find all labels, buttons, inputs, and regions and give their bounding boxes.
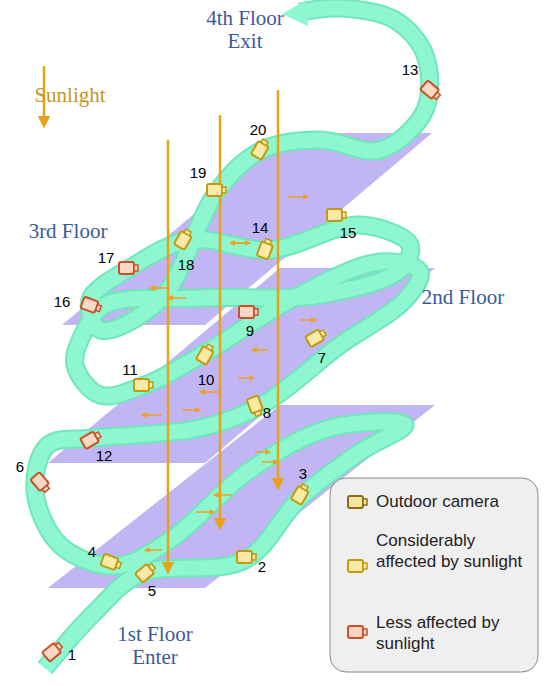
camera-icon xyxy=(42,640,64,661)
camera-icon xyxy=(207,184,226,196)
callout-number: 11 xyxy=(122,362,138,379)
camera-icon xyxy=(305,327,327,347)
camera-icon xyxy=(348,626,367,638)
callout-number: 16 xyxy=(54,294,71,311)
callout-number: 5 xyxy=(148,583,156,600)
camera-icon xyxy=(134,379,153,391)
sunlight-ray xyxy=(219,115,222,528)
callout-number: 1 xyxy=(68,647,76,664)
callout-number: 13 xyxy=(402,62,419,79)
area-label: 4th Floor Exit xyxy=(195,7,295,53)
callout-number: 7 xyxy=(318,350,326,367)
reflection-arrow xyxy=(200,391,220,393)
reflection-arrow xyxy=(142,414,162,416)
camera-icon xyxy=(257,238,275,260)
reflection-arrow xyxy=(145,549,162,551)
callout-number: 2 xyxy=(258,559,266,576)
camera-icon xyxy=(348,560,367,572)
camera-icon xyxy=(80,297,102,315)
callout-number: 20 xyxy=(250,122,267,139)
camera-icon xyxy=(119,262,138,274)
callout-number: 4 xyxy=(88,544,96,561)
legend-box xyxy=(330,478,538,672)
camera-icon xyxy=(196,342,216,364)
camera-icon xyxy=(237,551,256,563)
camera-icon xyxy=(291,482,311,504)
callout-number: 17 xyxy=(98,250,115,267)
reflection-arrow xyxy=(150,287,170,289)
reflection-arrow xyxy=(196,511,214,513)
reflection-arrow xyxy=(255,451,270,453)
area-label: Sunlight xyxy=(34,84,105,107)
camera-icon xyxy=(251,137,271,159)
camera-icon xyxy=(135,561,157,582)
camera-icon xyxy=(30,472,51,494)
camera-icon xyxy=(247,395,265,417)
camera-icon xyxy=(100,554,122,572)
camera-icon xyxy=(327,209,346,221)
camera-icon xyxy=(420,80,442,101)
reflection-arrow xyxy=(168,297,186,299)
camera-icon xyxy=(80,429,102,449)
callout-number: 6 xyxy=(16,459,24,476)
area-label: 2nd Floor xyxy=(422,286,504,309)
area-label: 1st Floor Enter xyxy=(105,623,205,669)
callout-number: 15 xyxy=(340,225,357,242)
camera-icon xyxy=(348,496,367,508)
reflection-arrow xyxy=(300,319,316,321)
legend-text: Outdoor camera xyxy=(376,491,526,512)
reflection-arrow xyxy=(288,196,308,198)
camera-icon xyxy=(174,227,194,249)
reflection-arrow xyxy=(182,409,200,411)
reflection-arrow xyxy=(230,242,250,244)
sunlight-ray xyxy=(277,90,280,488)
reflection-arrow xyxy=(252,349,268,351)
callout-number: 12 xyxy=(96,448,113,465)
callout-number: 10 xyxy=(198,372,215,389)
reflection-arrow xyxy=(262,461,278,463)
legend-text: Less affected by sunlight xyxy=(376,612,526,655)
callout-number: 19 xyxy=(190,165,207,182)
callout-number: 14 xyxy=(252,220,269,237)
legend-text: Considerably affected by sunlight xyxy=(376,530,526,573)
callout-number: 9 xyxy=(246,323,254,340)
callout-number: 8 xyxy=(263,405,271,422)
exit-arrowhead xyxy=(282,0,308,26)
camera-icon xyxy=(239,306,258,318)
callout-number: 3 xyxy=(299,466,307,483)
reflection-arrow xyxy=(233,242,250,244)
callout-number: 18 xyxy=(178,257,195,274)
reflection-arrow xyxy=(238,377,254,379)
sunlight-ray xyxy=(167,140,170,572)
reflection-arrow xyxy=(214,494,232,496)
area-label: 3rd Floor xyxy=(29,220,108,243)
